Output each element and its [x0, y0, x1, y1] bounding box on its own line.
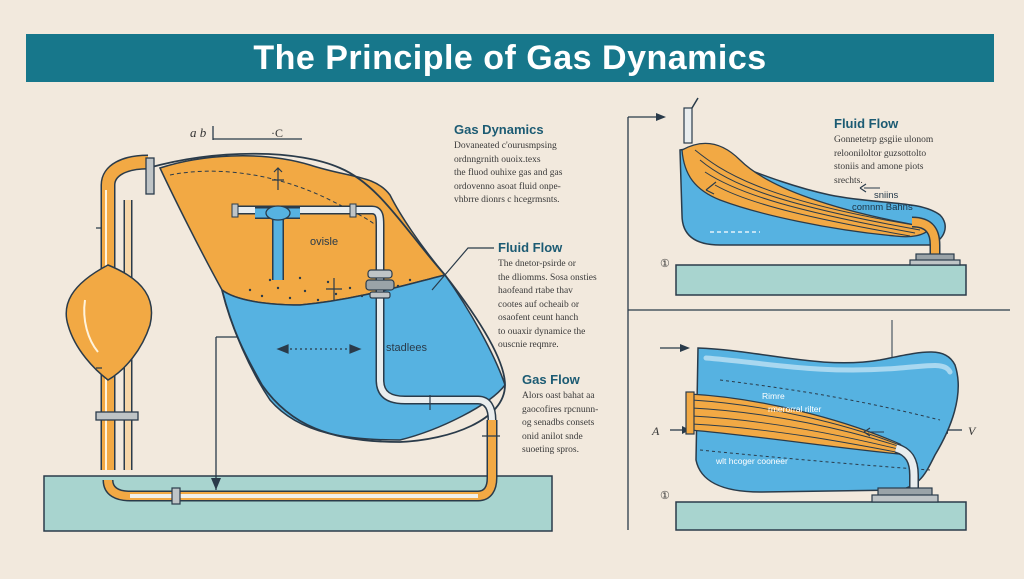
- right-bottom-label-v: V: [968, 424, 976, 438]
- fluid-flow-right-heading: Fluid Flow: [834, 116, 899, 131]
- fluid-flow-heading: Fluid Flow: [498, 240, 563, 255]
- top-flange: [145, 157, 155, 195]
- right-bottom-label-a: A: [652, 424, 660, 438]
- vessel-outline: [147, 152, 506, 443]
- left-bulb: [65, 264, 153, 381]
- vessel-gas-region: [158, 155, 447, 306]
- inner-pipe-joint: [231, 203, 239, 218]
- right-bottom-label-1: Rimre: [762, 391, 785, 401]
- right-bottom-label-3: wlt hcoger cooneer: [716, 456, 788, 466]
- tank-label-lower: stadlees: [386, 342, 427, 354]
- gas-streamline: [169, 170, 381, 231]
- flow-indicator-up: [272, 167, 342, 300]
- pipe-clamp: [95, 411, 139, 421]
- right-top-label-1: sniins: [874, 190, 899, 201]
- right-top-rod: [683, 107, 693, 144]
- frame-down-arrow: [211, 478, 221, 490]
- right-bottom-label-2: rmerorral rilter: [768, 404, 822, 414]
- right-bottom-apparatus: [660, 320, 967, 531]
- tank-label-upper: ovisle: [310, 236, 339, 248]
- right-top-base: [675, 264, 967, 296]
- gas-flow-heading: Gas Flow: [522, 372, 580, 387]
- right-bottom-marker: ①: [660, 490, 670, 502]
- right-bottom-inlet-flange: [685, 391, 695, 435]
- leader-line-fluid-flow: [431, 247, 494, 291]
- valve: [365, 269, 395, 299]
- left-base-plate: [43, 475, 553, 532]
- right-top-marker: ①: [660, 258, 670, 270]
- right-bottom-base: [675, 501, 967, 531]
- right-top-vessel-gas: [681, 142, 932, 238]
- sediment-particles: [248, 276, 412, 302]
- bottom-pipe-clamp: [171, 487, 181, 505]
- left-riser-pipe-fill: [102, 156, 149, 470]
- label-ab: a b: [190, 125, 207, 140]
- label-c: ·C: [271, 126, 283, 140]
- right-top-label-2: comnm Bahns: [852, 202, 913, 213]
- left-apparatus: [43, 126, 553, 532]
- right-top-streamlines: [694, 149, 921, 237]
- right-frame-arrow-top: [656, 113, 666, 121]
- right-top-apparatus: [627, 97, 1010, 530]
- page-title: The Principle of Gas Dynamics: [253, 38, 767, 77]
- title-banner: The Principle of Gas Dynamics: [26, 34, 994, 82]
- flow-arrow-double: [276, 344, 362, 354]
- gas-dynamics-heading: Gas Dynamics: [454, 122, 544, 137]
